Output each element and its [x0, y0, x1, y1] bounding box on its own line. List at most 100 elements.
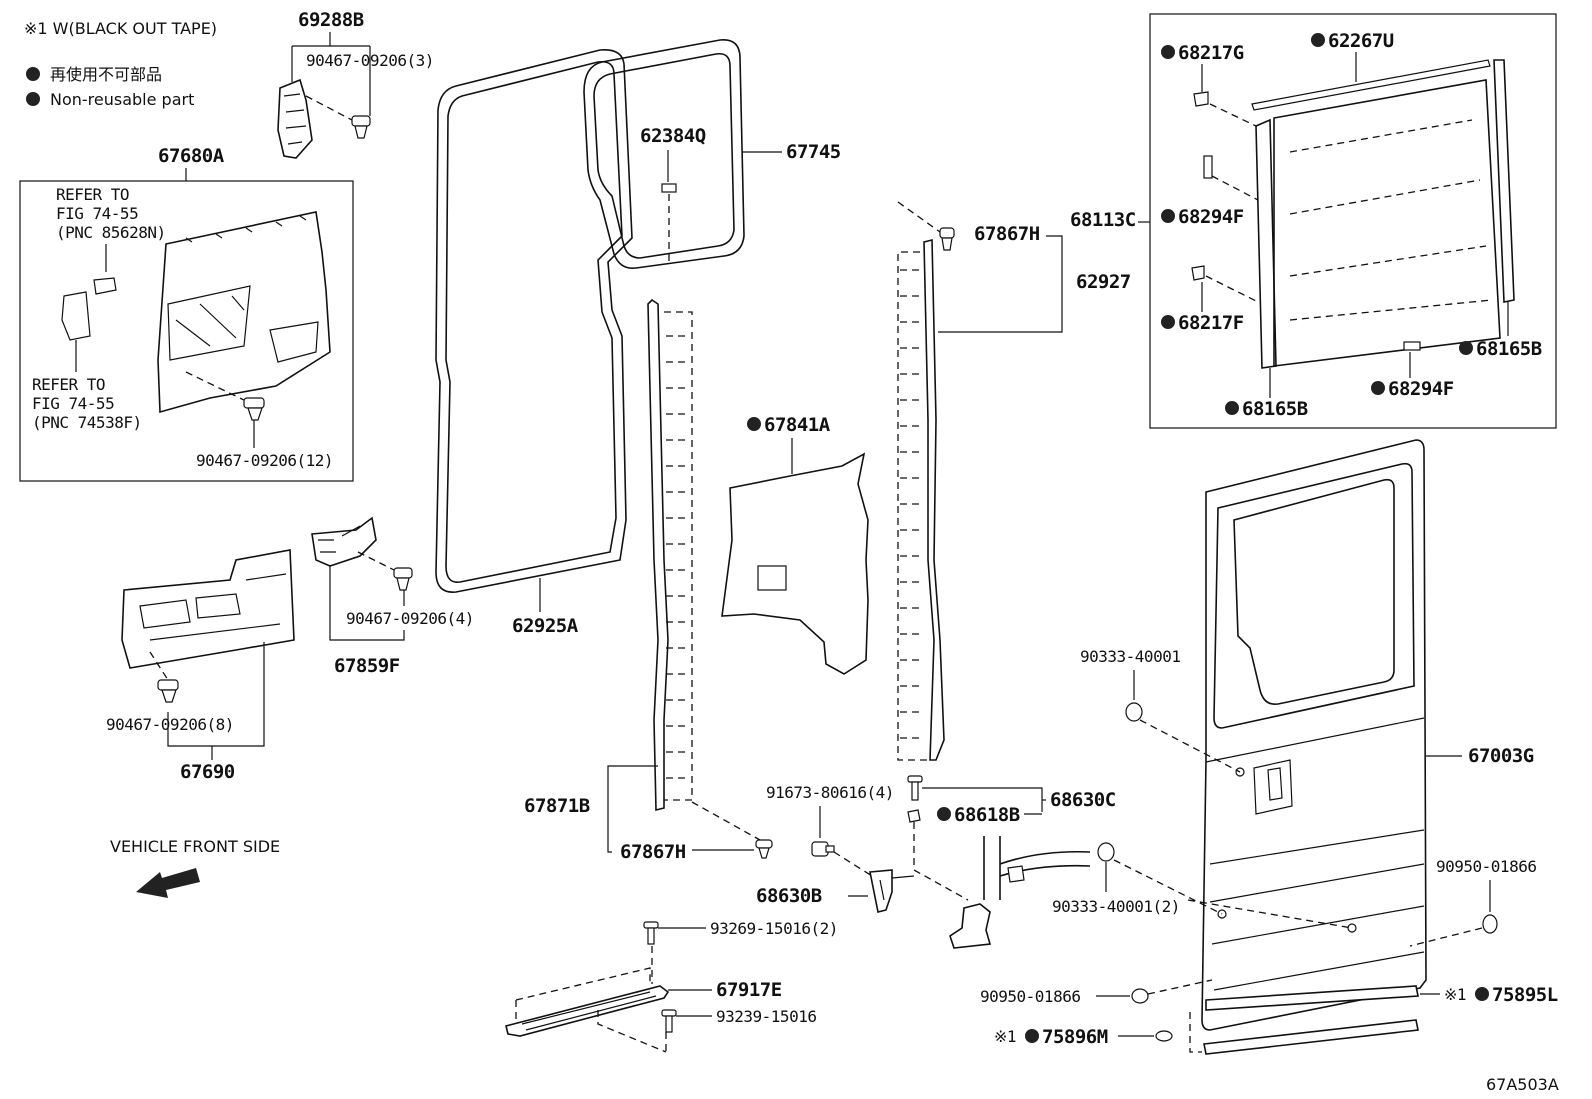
- part-label-62925A: 62925A: [512, 615, 579, 637]
- dashed-guide: [691, 801, 761, 841]
- leader-line: [938, 235, 1063, 333]
- tape-end-shape: [1155, 1030, 1173, 1042]
- part-label-90467-09206-3: 90467-09206(3): [306, 51, 434, 70]
- part-label-90950-01866-left: 90950-01866: [980, 987, 1080, 1006]
- filled-circle-icon: [1371, 381, 1385, 395]
- refer-note-2-line1: REFER TO: [32, 375, 105, 394]
- part-label-62267U: 62267U: [1328, 30, 1394, 52]
- glass-run-67745-shape: [583, 39, 745, 270]
- part-label-67745: 67745: [786, 141, 841, 163]
- trim-panel-67680A-shape: [157, 211, 331, 414]
- clip-icon: [393, 567, 413, 591]
- part-label-90467-09206-8: 90467-09206(8): [106, 715, 234, 734]
- dashed-guide: [664, 311, 693, 801]
- part-label-91673-80616-4: 91673-80616(4): [766, 783, 894, 802]
- door-panel-67003G-shape: [1201, 439, 1427, 1031]
- part-label-90467-09206-4: 90467-09206(4): [346, 609, 474, 628]
- hinge-68630B-shape: [869, 869, 893, 913]
- bracket-detail: [283, 93, 307, 145]
- dashed-guide: [1211, 175, 1259, 201]
- part-label-67680A: 67680A: [158, 145, 225, 167]
- grommet-90950-shape: [1131, 988, 1149, 1004]
- clip-icon: [939, 227, 955, 251]
- part-label-67867H-lower: 67867H: [620, 841, 686, 863]
- clip-62384Q-shape: [661, 183, 677, 193]
- filled-circle-icon: [26, 67, 40, 81]
- part-label-67867H-upper: 67867H: [974, 223, 1040, 245]
- dashed-guide: [1205, 275, 1259, 303]
- part-label-69288B: 69288B: [298, 9, 364, 31]
- bracket-67859F-shape: [311, 516, 377, 567]
- clip-icon: [351, 115, 371, 139]
- part-label-67917E: 67917E: [716, 979, 782, 1001]
- small-panel-shape: [61, 291, 91, 341]
- part-label-75895L: 75895L: [1492, 984, 1558, 1006]
- filled-circle-icon: [1161, 209, 1175, 223]
- tape-mark-75896M: ※1: [994, 1027, 1016, 1046]
- dashed-guide: [515, 967, 651, 1022]
- dashed-guide: [1139, 719, 1241, 773]
- dashed-guide: [1409, 927, 1483, 947]
- filled-circle-icon: [1161, 45, 1175, 59]
- refer-note-1-line1: REFER TO: [56, 185, 129, 204]
- hinge-detail: [879, 875, 915, 901]
- leader-line: [211, 642, 265, 760]
- part-label-90333-40001-2: 90333-40001(2): [1052, 897, 1180, 916]
- tape-75896M-shape: [1203, 1019, 1419, 1055]
- moulding-62267U-shape: [1251, 59, 1491, 111]
- non-reusable-note-en: Non-reusable part: [50, 90, 194, 109]
- part-label-68113C: 68113C: [1070, 209, 1136, 231]
- filled-circle-icon: [1161, 315, 1175, 329]
- plug-90333-shape: [1097, 842, 1115, 862]
- screw-icon: [643, 921, 659, 945]
- trim-panel-67690-shape: [121, 549, 295, 669]
- part-label-62927: 62927: [1076, 271, 1131, 293]
- part-label-67003G: 67003G: [1468, 745, 1534, 767]
- dashed-guide: [357, 551, 399, 573]
- run-channel-68165B-right: [1493, 59, 1515, 303]
- group-box-67680A: [19, 180, 354, 482]
- figure-id: 67A503A: [1486, 1075, 1559, 1094]
- run-channel-68165B-left: [1255, 118, 1277, 369]
- weatherstrip-62927-shape: [923, 238, 945, 761]
- bracket-detail: [318, 525, 361, 553]
- dashed-guide: [666, 335, 690, 779]
- scuff-plate-detail: [521, 991, 657, 1031]
- plug-90333-shape: [1125, 702, 1143, 722]
- filled-circle-icon: [1225, 401, 1239, 415]
- hinge-arm-shape: [949, 836, 1091, 949]
- dashed-guide: [1113, 859, 1353, 929]
- clip-icon: [157, 679, 179, 703]
- leader-line: [607, 765, 658, 853]
- tape-mark-75895L: ※1: [1444, 985, 1466, 1004]
- dashed-guide: [1147, 979, 1213, 995]
- part-label-67841A: 67841A: [764, 414, 831, 436]
- part-label-68165B-left: 68165B: [1242, 398, 1308, 420]
- part-label-90467-09206-12: 90467-09206(12): [196, 451, 333, 470]
- dashed-guide: [897, 251, 930, 761]
- part-label-67690: 67690: [180, 761, 235, 783]
- part-label-68630C: 68630C: [1050, 789, 1116, 811]
- small-panel-shape: [93, 277, 117, 295]
- weatherstrip-67871B-shape: [647, 298, 669, 812]
- tape-75895L-shape: [1205, 985, 1419, 1011]
- part-label-90950-01866-right: 90950-01866: [1436, 857, 1536, 876]
- part-label-93239-15016: 93239-15016: [716, 1007, 816, 1026]
- dashed-guide: [1209, 103, 1257, 127]
- bolt-icon: [811, 841, 835, 857]
- leader-line: [329, 566, 405, 641]
- part-label-67859F: 67859F: [334, 655, 400, 677]
- part-label-68618B: 68618B: [954, 804, 1020, 826]
- filled-circle-icon: [1025, 1029, 1039, 1043]
- screw-icon: [661, 1009, 677, 1033]
- filled-circle-icon: [1459, 341, 1473, 355]
- dashed-guide: [913, 822, 969, 901]
- non-reusable-note-jp: 再使用不可部品: [50, 65, 162, 84]
- dashed-guide: [597, 1010, 667, 1053]
- part-label-90333-40001: 90333-40001: [1080, 647, 1180, 666]
- dashed-guide: [1189, 1012, 1202, 1053]
- filled-circle-icon: [26, 92, 40, 106]
- clip-icon: [243, 397, 265, 421]
- group-box-68113C: [1149, 13, 1557, 429]
- filled-circle-icon: [1475, 987, 1489, 1001]
